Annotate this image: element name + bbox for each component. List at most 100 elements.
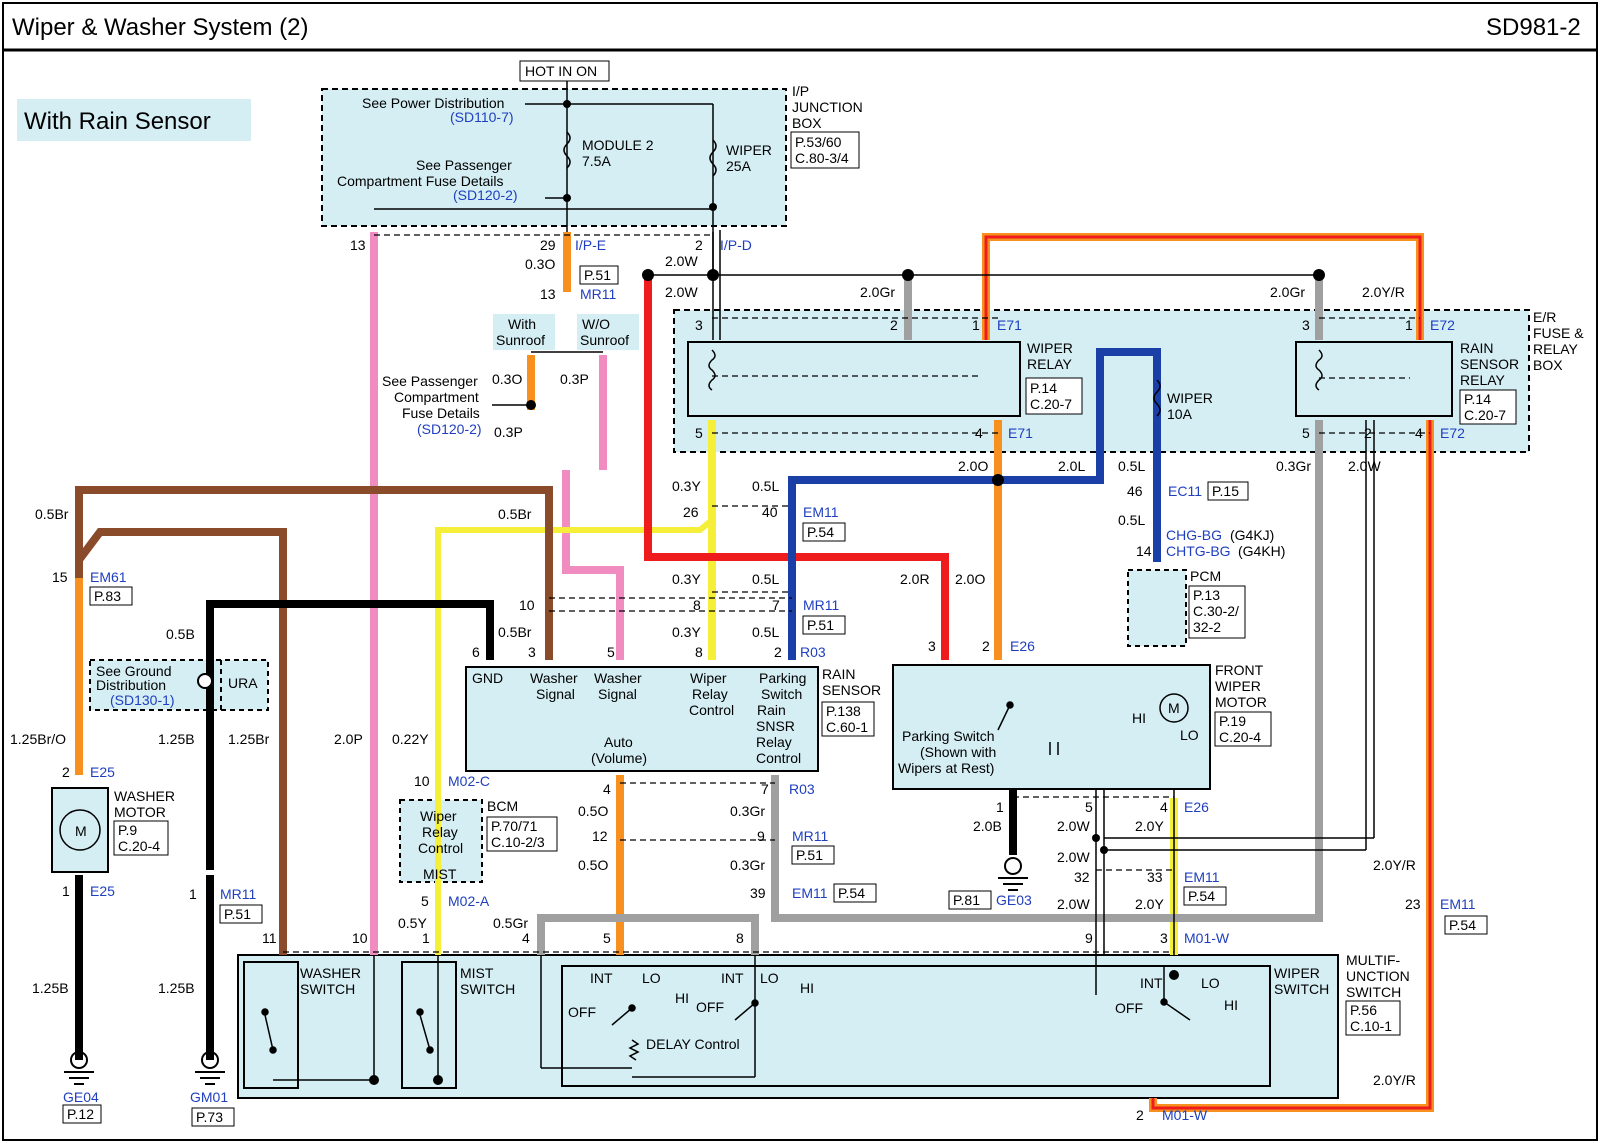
diagram-label: 1.25B <box>158 731 195 747</box>
diagram-label: M01-W <box>1162 1107 1208 1123</box>
diagram-label: GND <box>472 670 503 686</box>
diagram-label: 3 <box>528 644 536 660</box>
diagram-label: (Shown with <box>920 744 996 760</box>
diagram-label: WIPER <box>1027 340 1073 356</box>
diagram-label: SWITCH <box>1274 981 1329 997</box>
diagram-label: 2.0L <box>1058 458 1085 474</box>
wiper-relay-box <box>687 341 1021 417</box>
diagram-label: EM11 <box>792 885 828 901</box>
diagram-label: Rain <box>757 702 786 718</box>
diagram-label: JUNCTION <box>792 99 863 115</box>
diagram-label: E71 <box>1008 425 1033 441</box>
hot-label: HOT IN ON <box>525 63 597 79</box>
multifunction-switch-box <box>237 954 1339 1099</box>
diagram-label: 2.0W <box>1057 849 1090 865</box>
diagram-label: 12 <box>592 828 608 844</box>
diagram-label: 4 <box>975 425 983 441</box>
diagram-label: 0.5Br <box>35 506 69 522</box>
diagram-label: HI <box>800 980 814 996</box>
diagram-label: P.51 <box>584 267 611 283</box>
diagram-label: Signal <box>598 686 637 702</box>
diagram-label: E72 <box>1440 425 1465 441</box>
washer-motor-icon <box>59 809 101 851</box>
front-wiper-motor-box <box>892 664 1211 790</box>
diagram-label: C.20-7 <box>1464 407 1506 423</box>
diagram-label: LO <box>642 970 661 986</box>
diagram-label: (Volume) <box>591 750 647 766</box>
diagram-label: 5 <box>695 425 703 441</box>
diagram-label: E26 <box>1184 799 1209 815</box>
diagram-label: P.54 <box>807 524 834 540</box>
diagram-label: (SD110-7) <box>450 109 514 125</box>
diagram-label: 0.3O <box>492 371 522 387</box>
diagram-label: 4 <box>522 930 530 946</box>
diagram-label: 7.5A <box>582 153 611 169</box>
diagram-label: Control <box>756 750 801 766</box>
diagram-label: 32-2 <box>1193 619 1221 635</box>
diagram-label: Washer <box>594 670 642 686</box>
diagram-label: P.73 <box>196 1109 223 1125</box>
diagram-label: 3 <box>1302 317 1310 333</box>
diagram-label: I/P-D <box>720 237 752 253</box>
diagram-label: MODULE 2 <box>582 137 654 153</box>
diagram-label: 0.3O <box>525 256 555 272</box>
diagram-label: 2.0O <box>955 571 985 587</box>
diagram-label: Relay <box>756 734 792 750</box>
diagram-label: 2.0Gr <box>860 284 895 300</box>
diagram-label: 0.3P <box>494 424 523 440</box>
diagram-label: 23 <box>1405 896 1421 912</box>
diagram-label: GM01 <box>190 1089 228 1105</box>
diagram-label: 0.5O <box>578 857 608 873</box>
diagram-label: 2 <box>695 237 703 253</box>
diagram-label: 13 <box>350 237 366 253</box>
diagram-label: With <box>508 316 536 332</box>
diagram-label: W/O <box>582 316 610 332</box>
ip-junction-box <box>321 88 787 227</box>
diagram-label: 3 <box>1160 930 1168 946</box>
diagram-label: SWITCH <box>300 981 355 997</box>
diagram-label: 39 <box>750 885 766 901</box>
diagram-label: Compartment <box>394 389 479 405</box>
diagram-label: 2.0Y/R <box>1373 1072 1416 1088</box>
diagram-label: OFF <box>696 999 724 1015</box>
diagram-label: 2 <box>1364 425 1372 441</box>
diagram-label: MR11 <box>803 597 840 613</box>
diagram-label: CHG-BG <box>1166 527 1222 543</box>
diagram-label: E25 <box>90 764 115 780</box>
ground-dist-box <box>89 659 269 711</box>
diagram-label: 1 <box>1405 317 1413 333</box>
diagram-label: EM11 <box>803 504 839 520</box>
diagram-label: RELAY <box>1533 341 1579 357</box>
diagram-label: 5 <box>1085 799 1093 815</box>
page-title: Wiper & Washer System (2) <box>12 14 309 41</box>
diagram-label: 0.5L <box>1118 458 1145 474</box>
diagram-label: P.51 <box>796 847 823 863</box>
diagram-label: OFF <box>1115 1000 1143 1016</box>
diagram-label: 0.5L <box>752 571 779 587</box>
diagram-label: 2 <box>890 317 898 333</box>
diagram-label: MIST <box>460 965 494 981</box>
diagram-label: See Ground <box>96 663 172 679</box>
diagram-label: BOX <box>792 115 822 131</box>
diagram-label: Wiper <box>420 808 457 824</box>
diagram-label: PCM <box>1190 568 1221 584</box>
diagram-label: 2 <box>1136 1107 1144 1123</box>
diagram-label: P.54 <box>1449 917 1476 933</box>
diagram-label: 5 <box>421 893 429 909</box>
diagram-label: WIPER <box>726 142 772 158</box>
diagram-label: 1.25Br <box>228 731 270 747</box>
diagram-label: (G4KH) <box>1238 543 1285 559</box>
diagram-label: EM11 <box>1440 896 1476 912</box>
diagram-label: P.53/60 <box>795 134 842 150</box>
diagram-label: 4 <box>1160 799 1168 815</box>
diagram-label: P.19 <box>1219 713 1246 729</box>
diagram-label: P.13 <box>1193 587 1220 603</box>
diagram-label: MR11 <box>580 286 617 302</box>
diagram-label: INT <box>721 970 744 986</box>
diagram-label: 0.5Br <box>498 624 532 640</box>
diagram-label: UNCTION <box>1346 968 1410 984</box>
diagram-label: 10 <box>519 597 535 613</box>
diagram-label: LO <box>1180 727 1199 743</box>
diagram-label: (SD130-1) <box>110 692 175 708</box>
diagram-label: P.138 <box>826 703 861 719</box>
